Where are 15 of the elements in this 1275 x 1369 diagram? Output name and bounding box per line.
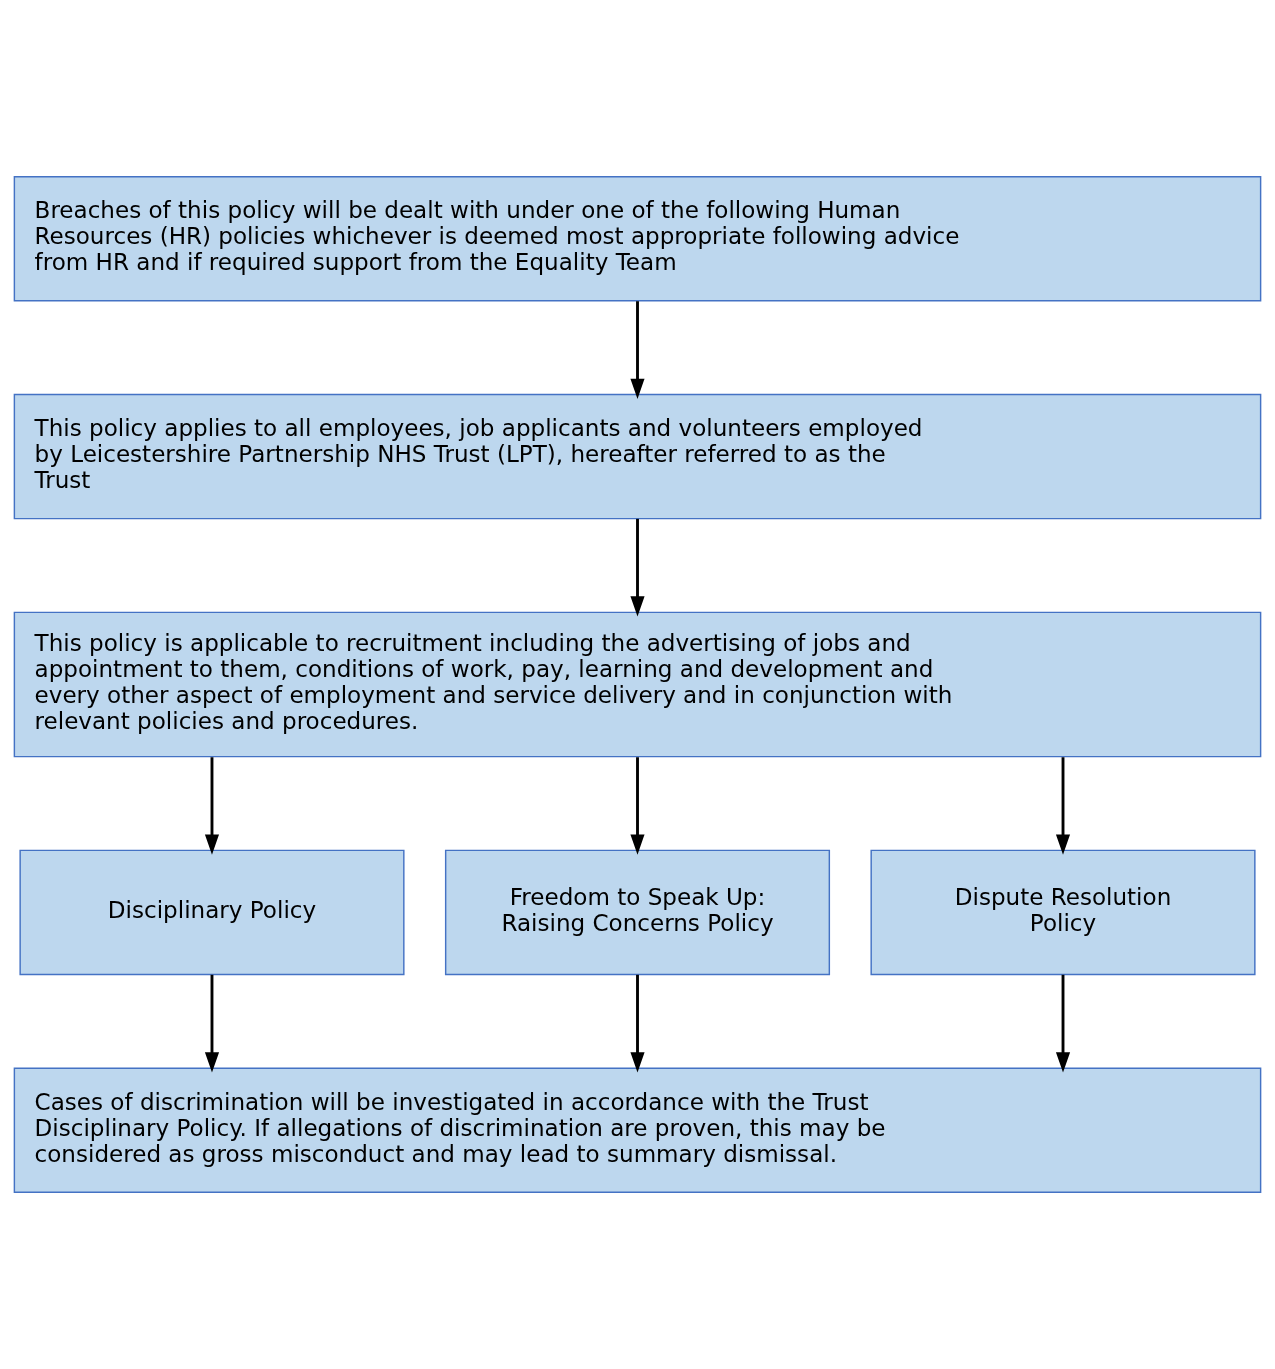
node-box: This policy applies to all employees, job applicants and volunteers employed by Leicestershire Partnership NHS Trust (LPT), hereafter referred to as the Trust bbox=[13, 393, 1262, 520]
node-box: Dispute Resolution Policy bbox=[870, 849, 1256, 976]
arrow bbox=[204, 757, 220, 855]
arrow bbox=[630, 301, 645, 399]
arrow bbox=[630, 974, 645, 1073]
node-box: Freedom to Speak Up: Raising Concerns Policy bbox=[444, 849, 831, 976]
node-box: Breaches of this policy will be dealt with under one of the following Human Resources (HR) policies whichever is deemed most appropriate following advice from HR and if required support from the Equality Team bbox=[13, 176, 1262, 302]
node-box: This policy is applicable to recruitment including the advertising of jobs and appointment to them, conditions of work, pay, learning and development and every other aspect of employment and service delivery and in conjunction with relevant policies and procedures. bbox=[13, 611, 1262, 758]
arrow bbox=[1055, 974, 1071, 1073]
arrow bbox=[630, 757, 645, 855]
arrow bbox=[630, 518, 645, 617]
node-box: Cases of discrimination will be investigated in accordance with the Trust Disciplinary Policy. If allegations of discrimination are proven, this may be considered as gross misconduct and may lead to summary dismissal. bbox=[13, 1067, 1262, 1193]
arrow bbox=[204, 974, 220, 1073]
node-box: Disciplinary Policy bbox=[19, 849, 405, 976]
arrow bbox=[1055, 757, 1071, 855]
